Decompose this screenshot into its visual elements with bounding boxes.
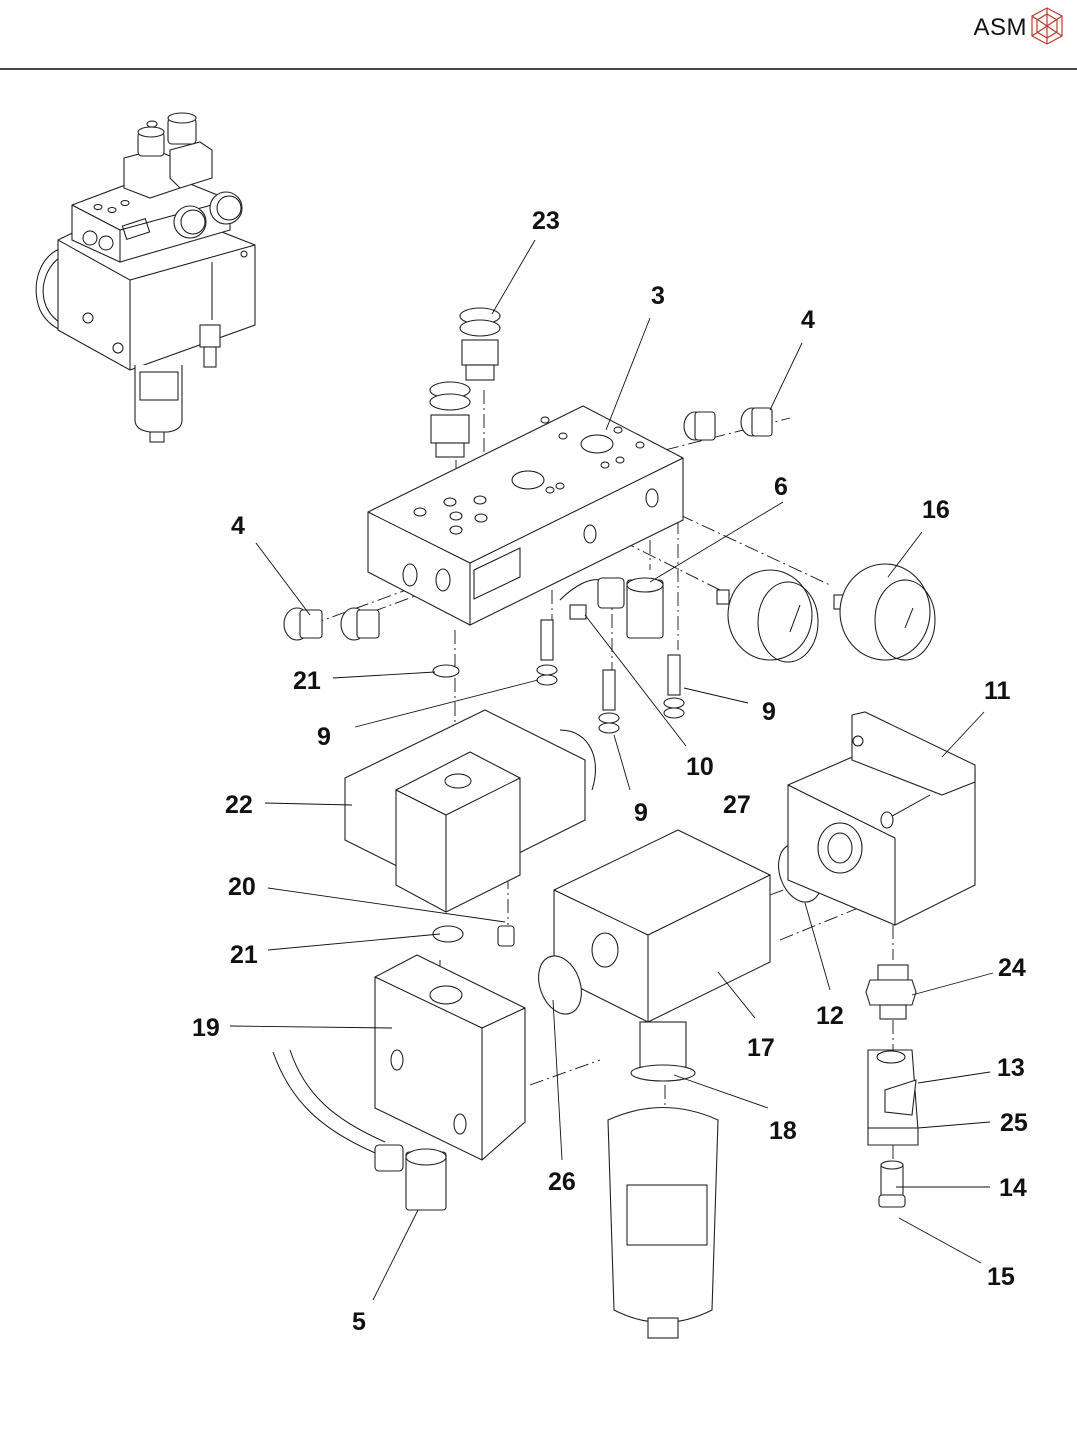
part-21-oring-lower: [432, 925, 464, 943]
brand-name: ASM: [973, 14, 1027, 41]
callout-10: 10: [686, 753, 714, 781]
callout-5: 5: [352, 1308, 366, 1336]
callout-13: 13: [997, 1054, 1025, 1082]
callout-4-left: 4: [231, 512, 245, 540]
callout-9-left: 9: [317, 723, 331, 751]
callout-21-lower: 21: [230, 941, 258, 969]
part-17-regulator-body: [553, 829, 771, 1023]
hexagon-cube-logo-icon: [1031, 7, 1063, 45]
callout-25: 25: [1000, 1109, 1028, 1137]
callout-26: 26: [548, 1168, 576, 1196]
part-18-filter-bowl: [607, 1021, 719, 1339]
part-21-oring-upper: [432, 664, 460, 678]
callout-17: 17: [747, 1034, 775, 1062]
header-divider: [0, 68, 1077, 70]
callout-20: 20: [228, 873, 256, 901]
callout-3: 3: [651, 282, 665, 310]
part-26-oring: [538, 955, 582, 1015]
callout-23: 23: [532, 207, 560, 235]
callout-19: 19: [192, 1014, 220, 1042]
callout-9-right: 9: [762, 698, 776, 726]
part-9-screws: [536, 619, 685, 734]
callout-21-upper: 21: [293, 667, 321, 695]
part-20-silencer: [497, 925, 515, 947]
part-23-fittings: [429, 307, 501, 458]
callout-22: 22: [225, 791, 253, 819]
part-5-elbow-hose: [272, 1049, 447, 1211]
callout-27: 27: [723, 791, 751, 819]
part-3-manifold-block: [367, 405, 684, 626]
page-header: ASM: [0, 0, 1077, 70]
callout-15: 15: [987, 1263, 1015, 1291]
part-11-bracket-block: [787, 711, 976, 926]
part-24-nipple: [865, 964, 917, 1020]
callout-6: 6: [774, 473, 788, 501]
callout-9-middle: 9: [634, 799, 648, 827]
callout-4-right: 4: [801, 306, 815, 334]
callout-14: 14: [999, 1174, 1027, 1202]
part-6-elbow-fitting: [559, 577, 664, 639]
callout-11: 11: [984, 677, 1011, 705]
part-16-gauges: [716, 563, 936, 663]
assembled-overview-inset: [35, 112, 256, 443]
callout-12: 12: [816, 1002, 844, 1030]
callout-24: 24: [998, 954, 1026, 982]
callout-18: 18: [769, 1117, 797, 1145]
part-14-hose-connector: [878, 1160, 906, 1208]
part-4-plugs: [283, 407, 773, 641]
part-22-solenoid-valve: [344, 709, 596, 913]
callout-16: 16: [922, 496, 950, 524]
part-13-shutoff-valve: [867, 1049, 919, 1146]
part-19-base-block: [374, 954, 526, 1161]
leader-lines: [229, 239, 994, 1301]
